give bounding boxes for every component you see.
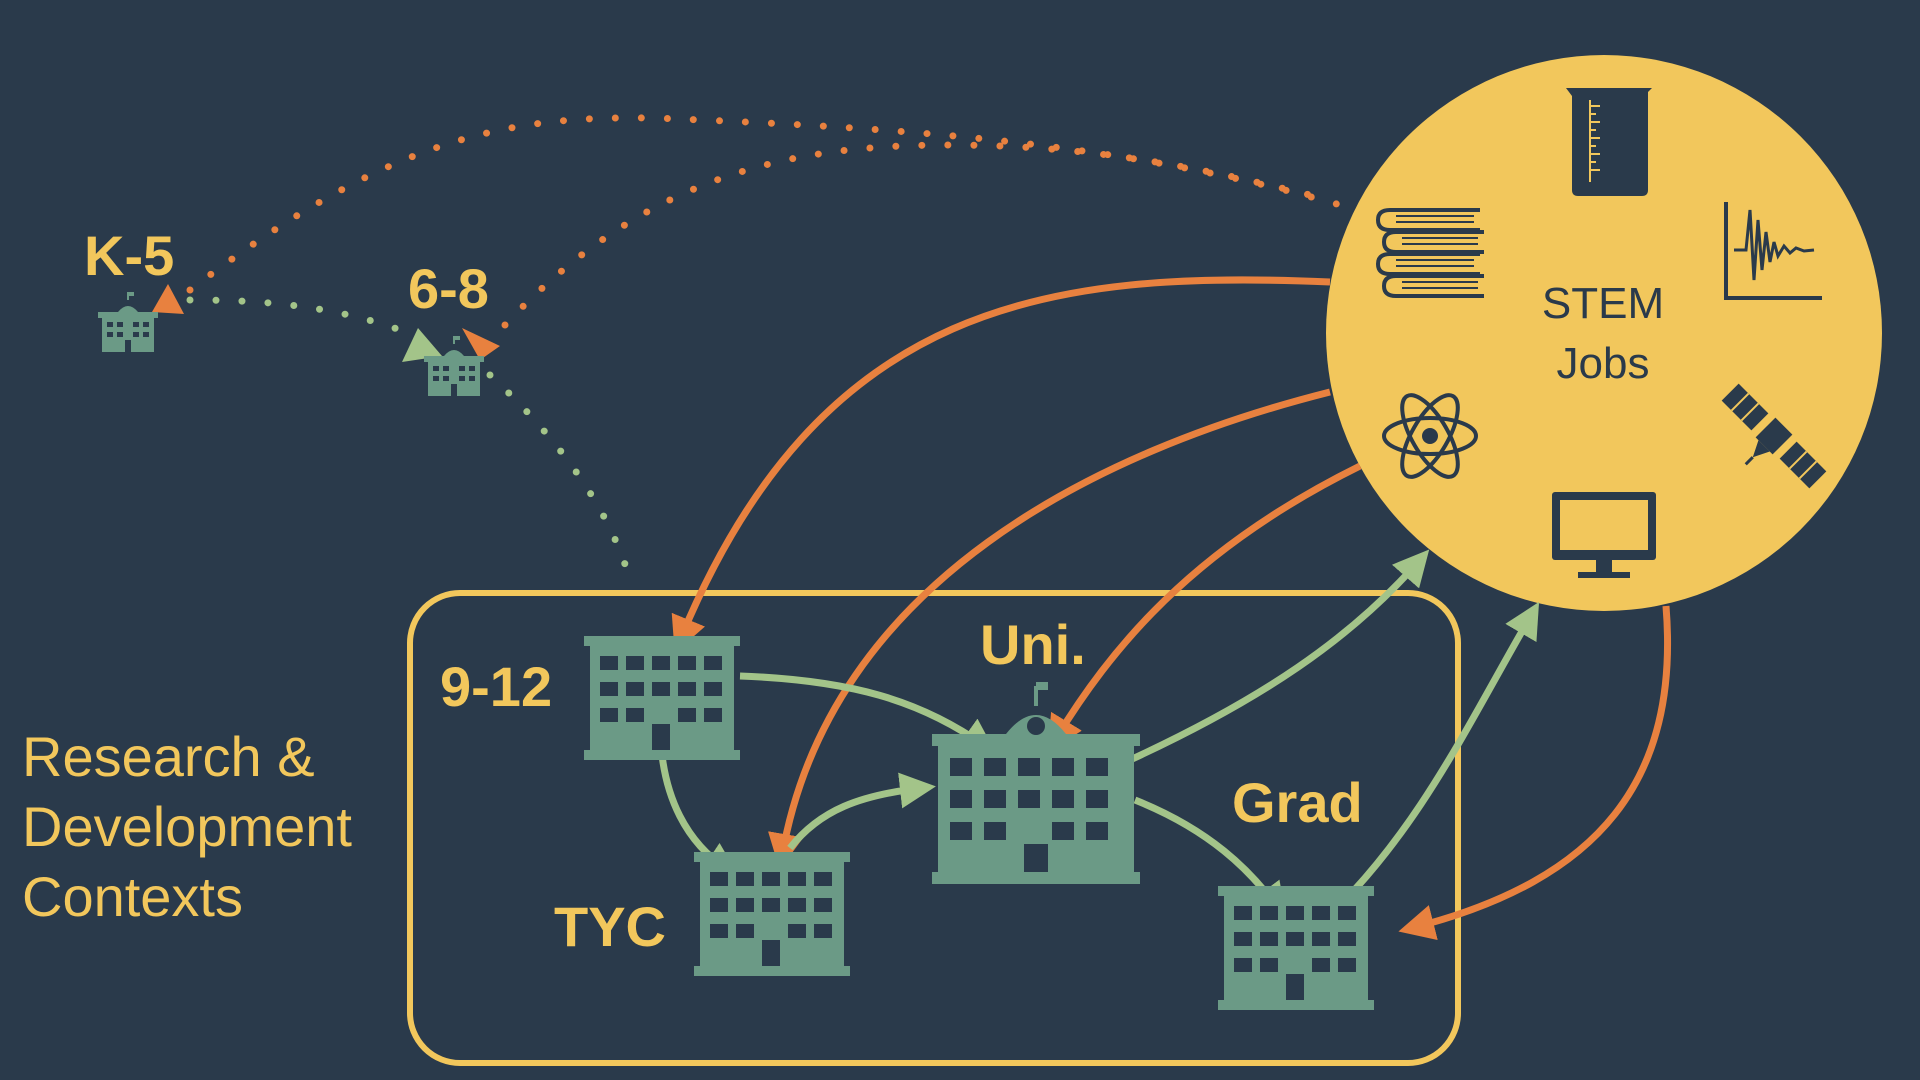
68-orange-arrowhead xyxy=(462,328,500,360)
68-to-stem-dotted-path xyxy=(501,141,1334,329)
beaker-icon xyxy=(1566,88,1652,196)
uni-to-stem-arrow xyxy=(1128,549,1430,764)
context-label-line2: Development xyxy=(22,795,352,858)
68-to-912-dotted-path xyxy=(486,371,634,584)
912-to-uni-arrow xyxy=(739,672,997,755)
68-green-arrowhead xyxy=(402,328,442,362)
grad-to-stem-arrow xyxy=(1322,601,1540,923)
context-label-line1: Research & xyxy=(22,725,315,788)
stem-label-line1: STEM xyxy=(1542,279,1664,328)
tyc-label: TYC xyxy=(554,895,666,958)
stem-to-912-arrow xyxy=(671,276,1331,653)
912-school-icon xyxy=(584,636,740,760)
stem-jobs-circle xyxy=(1326,55,1882,611)
tyc-school-icon xyxy=(694,852,850,976)
k5-label: K-5 xyxy=(84,224,174,287)
68-label: 6-8 xyxy=(408,257,489,320)
seismograph-icon xyxy=(1724,202,1822,300)
k5-to-stem-dotted-path xyxy=(186,114,1344,294)
context-label-line3: Contexts xyxy=(22,865,243,928)
k5-to-68-dotted-path xyxy=(186,296,404,334)
books-icon xyxy=(1375,208,1484,298)
tyc-to-uni-arrow xyxy=(787,772,936,851)
uni-school-icon xyxy=(930,680,1142,886)
monitor-icon xyxy=(1552,492,1656,578)
k5-school-icon xyxy=(97,291,159,353)
stem-to-grad-arrow xyxy=(1398,605,1672,940)
grad-label: Grad xyxy=(1232,771,1363,834)
stem-to-uni-arrow xyxy=(1047,462,1362,752)
stem-to-tyc-arrow xyxy=(768,388,1331,870)
context-box xyxy=(407,590,1461,1066)
grad-school-icon xyxy=(1218,886,1374,1010)
912-label: 9-12 xyxy=(440,655,552,718)
atom-icon xyxy=(1382,393,1478,479)
stem-label-line2: Jobs xyxy=(1557,339,1650,388)
uni-label: Uni. xyxy=(980,613,1086,676)
k5-arrowhead xyxy=(152,284,184,314)
